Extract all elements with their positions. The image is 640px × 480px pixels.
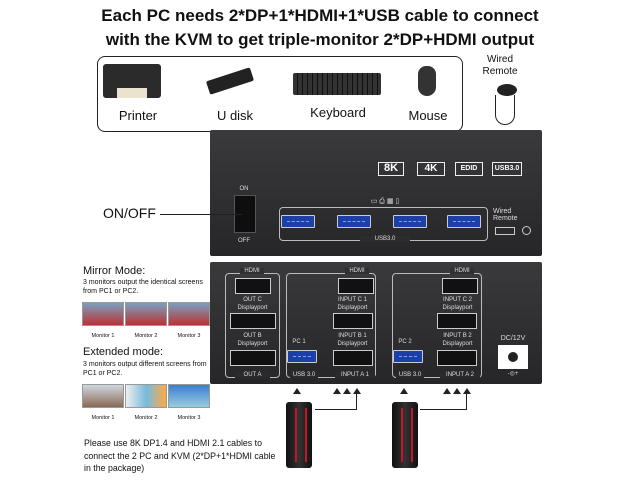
pc1-cable [315, 394, 357, 410]
onoff-label: ON/OFF [103, 205, 156, 221]
polarity-icon: -◎+ [507, 371, 519, 377]
arrow-up-icon [400, 388, 408, 394]
badge-usb3: USB3.0 [492, 162, 522, 176]
dc-label: DC/12V [500, 335, 526, 342]
hdmi-label: HDMI [345, 268, 369, 274]
input-b1-label: INPUT B 1 [338, 333, 367, 339]
front-usb-port-3[interactable] [393, 215, 427, 228]
input-b2-dp-port[interactable] [437, 313, 477, 329]
printer-icon [103, 64, 161, 98]
arrow-up-icon [443, 388, 451, 394]
hdmi-label: HDMI [450, 268, 474, 274]
remote-port-label: Wired Remote [493, 208, 518, 222]
pc2-tower-icon [392, 402, 418, 468]
arrow-up-icon [343, 388, 351, 394]
dc-power-port[interactable] [498, 345, 528, 369]
monitor-image [82, 302, 124, 326]
mirror-desc: 3 monitors output the identical screens … [83, 279, 203, 295]
keyboard-icon [293, 73, 381, 95]
input-a1-dp-port[interactable] [333, 350, 373, 366]
input-a2-dp-port[interactable] [437, 350, 477, 366]
out-a-label: OUT A [235, 372, 270, 378]
monitor-image [82, 384, 124, 408]
monitor-label: Monitor 2 [134, 333, 158, 339]
pc2-input-group [392, 273, 482, 378]
monitor-label: Monitor 3 [177, 415, 201, 421]
pc2-cable [420, 394, 467, 410]
input-c2-label: INPUT C 2 [443, 297, 472, 303]
headline-line-1: Each PC needs 2*DP+1*HDMI+1*USB cable to… [101, 6, 539, 25]
arrow-up-icon [333, 388, 341, 394]
out-b-dp-port[interactable] [230, 313, 276, 329]
extended-heading: Extended mode: [83, 346, 164, 358]
badge-4k: 4K [417, 162, 445, 176]
wired-remote-label: Wired Remote [482, 54, 518, 77]
pc1-usb-label: USB 3.0 [290, 372, 318, 378]
dp-label: Displayport [337, 305, 368, 311]
extended-desc: 3 monitors output different screens from… [83, 361, 207, 377]
mirror-heading: Mirror Mode: [83, 265, 146, 277]
accessory-label: Printer [118, 108, 158, 123]
pc1-label: PC 1 [289, 339, 309, 345]
switch-on-label: ON [239, 186, 249, 192]
input-b1-dp-port[interactable] [333, 313, 373, 329]
monitor-label: Monitor 1 [91, 415, 115, 421]
accessory-label: Keyboard [310, 105, 366, 120]
front-usb-port-2[interactable] [337, 215, 371, 228]
remote-cable [495, 95, 515, 125]
accessory-label: Mouse [408, 108, 448, 123]
pc2-usb-label: USB 3.0 [396, 372, 424, 378]
monitor-label: Monitor 2 [134, 415, 158, 421]
out-b-label: OUT B [243, 333, 262, 339]
badge-8k: 8K [378, 162, 404, 176]
arrow-up-icon [463, 388, 471, 394]
dp-label: Displayport [337, 341, 368, 347]
input-c2-hdmi-port[interactable] [442, 278, 478, 294]
front-usb-port-4[interactable] [447, 215, 481, 228]
usb3-label: USB3.0 [360, 236, 410, 242]
out-a-dp-port[interactable] [230, 350, 276, 366]
badge-edid: EDID [455, 162, 483, 176]
out-c-label: OUT C [243, 297, 262, 303]
wired-remote-icon[interactable] [497, 84, 517, 96]
input-c1-hdmi-port[interactable] [338, 278, 374, 294]
arrow-up-icon [353, 388, 361, 394]
input-a1-label: INPUT A 1 [335, 372, 375, 378]
pc2-usb-port[interactable] [393, 350, 423, 363]
headline-line-2: with the KVM to get triple-monitor 2*DP+… [105, 30, 535, 49]
front-usb-port-1[interactable] [281, 215, 315, 228]
dp-label: Displayport [237, 305, 268, 311]
monitor-label: Monitor 1 [91, 333, 115, 339]
monitor-image [168, 302, 210, 326]
monitor-image [125, 384, 167, 408]
monitor-label: Monitor 3 [177, 333, 201, 339]
pc1-input-group [286, 273, 376, 378]
input-c1-label: INPUT C 1 [338, 297, 367, 303]
input-b2-label: INPUT B 2 [443, 333, 472, 339]
out-c-hdmi-port[interactable] [235, 278, 271, 294]
remote-port[interactable] [495, 227, 515, 235]
mouse-icon [418, 66, 436, 96]
pc1-tower-icon [286, 402, 312, 468]
arrow-up-icon [293, 388, 301, 394]
monitor-image [168, 384, 210, 408]
dp-label: Displayport [442, 305, 473, 311]
input-a2-label: INPUT A 2 [440, 372, 480, 378]
kvm-front-panel [210, 130, 542, 256]
monitor-image [125, 302, 167, 326]
cable-note: Please use 8K DP1.4 and HDMI 2.1 cables … [84, 438, 276, 473]
onoff-pointer-line [160, 214, 242, 215]
peripheral-icons: ▭ ⎙ ▦ ▯ [370, 198, 400, 205]
arrow-up-icon [453, 388, 461, 394]
pc2-label: PC 2 [395, 339, 415, 345]
remote-jack-icon [522, 226, 531, 235]
pc1-usb-port[interactable] [287, 350, 317, 363]
switch-off-label: OFF [238, 238, 250, 244]
accessory-label: U disk [216, 108, 254, 123]
dp-label: Displayport [442, 341, 473, 347]
dp-label: Displayport [237, 341, 268, 347]
hdmi-label: HDMI [240, 268, 264, 274]
